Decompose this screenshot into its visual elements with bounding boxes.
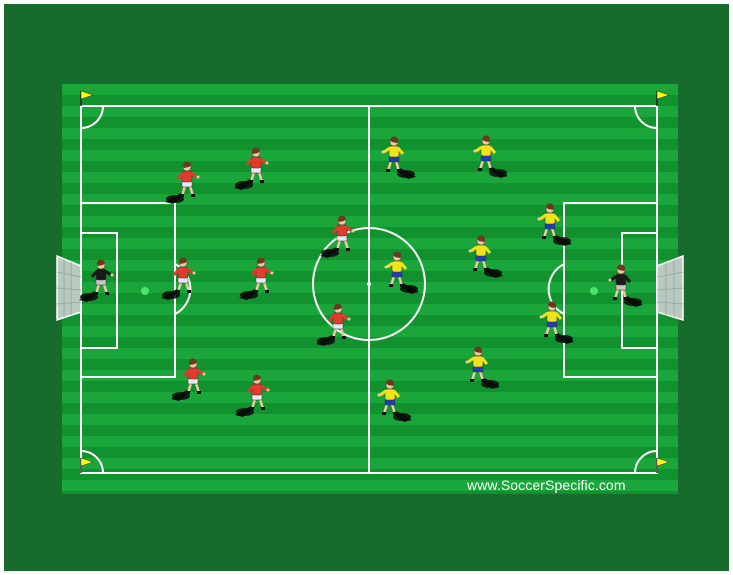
center-spot — [367, 282, 371, 286]
pitch-stripe — [62, 84, 678, 95]
watermark-text: www.SoccerSpecific.com — [467, 477, 626, 493]
right-goal — [657, 256, 683, 320]
left-penalty-spot — [141, 287, 149, 295]
pitch-stripe — [62, 95, 678, 106]
left-goal — [57, 256, 81, 320]
right-penalty-spot — [590, 287, 598, 295]
